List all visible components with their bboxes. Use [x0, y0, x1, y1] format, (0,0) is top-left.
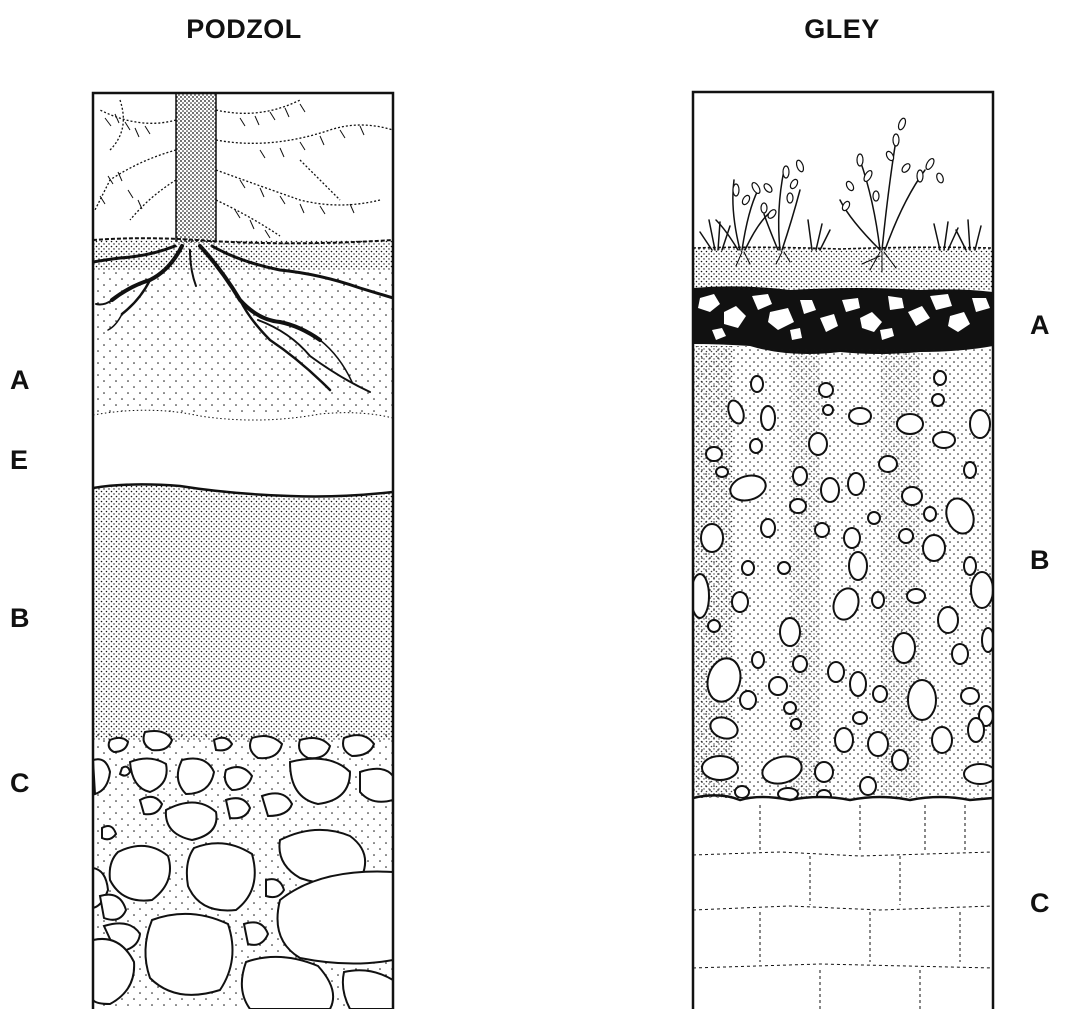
- podzol-tree-branches: [95, 100, 393, 236]
- gley-c-horizon: [693, 798, 993, 1009]
- gley-plants: [700, 140, 981, 250]
- podzol-a-horizon: [93, 270, 393, 415]
- podzol-tree-needles: [100, 104, 364, 238]
- gley-surface-layer: [693, 248, 993, 290]
- podzol-b-horizon: [93, 484, 393, 740]
- gley-plant-leaves: [733, 117, 945, 219]
- gley-column: [691, 117, 996, 1009]
- podzol-tree-trunk: [176, 93, 216, 243]
- podzol-column: [93, 93, 393, 1009]
